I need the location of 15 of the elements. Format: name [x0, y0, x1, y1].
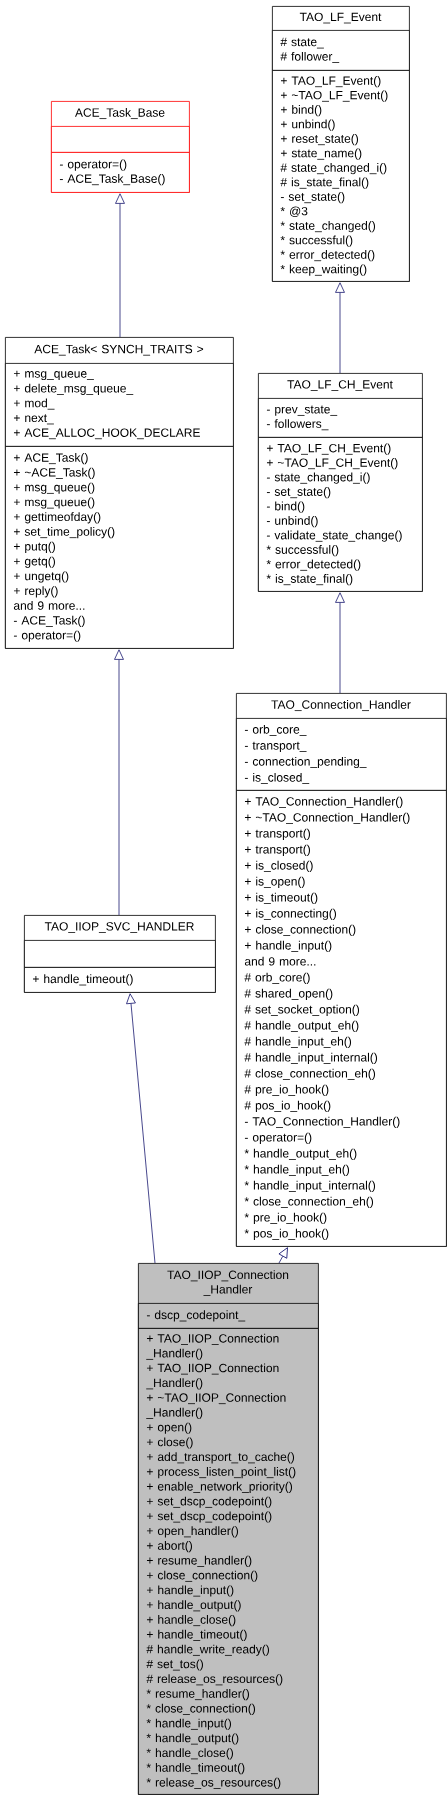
member-list: - operator=() - ACE_Task_Base(): [51, 152, 190, 193]
member-list: - orb_core_ - transport_ - connection_pending_ - is_closed_: [236, 718, 447, 791]
inheritance-arrow: [335, 282, 345, 374]
inheritance-arrow: [335, 592, 345, 694]
inheritance-arrow: [278, 1247, 288, 1264]
inheritance-arrow: [126, 993, 156, 1264]
empty-compartment: [24, 940, 216, 968]
member-list: + handle_timeout(): [24, 967, 216, 993]
member-list: + msg_queue_ + delete_msg_queue_ + mod_ + next_ + ACE_ALLOC_HOOK_DECLARE: [5, 363, 234, 447]
member-list: - prev_state_ - followers_: [258, 398, 423, 438]
member-list: - dscp_codepoint_: [138, 1303, 319, 1329]
inheritance-arrow: [114, 649, 124, 916]
empty-compartment: [51, 126, 190, 153]
inheritance-arrow: [115, 193, 125, 338]
member-list: # state_ # follower_: [272, 30, 410, 71]
